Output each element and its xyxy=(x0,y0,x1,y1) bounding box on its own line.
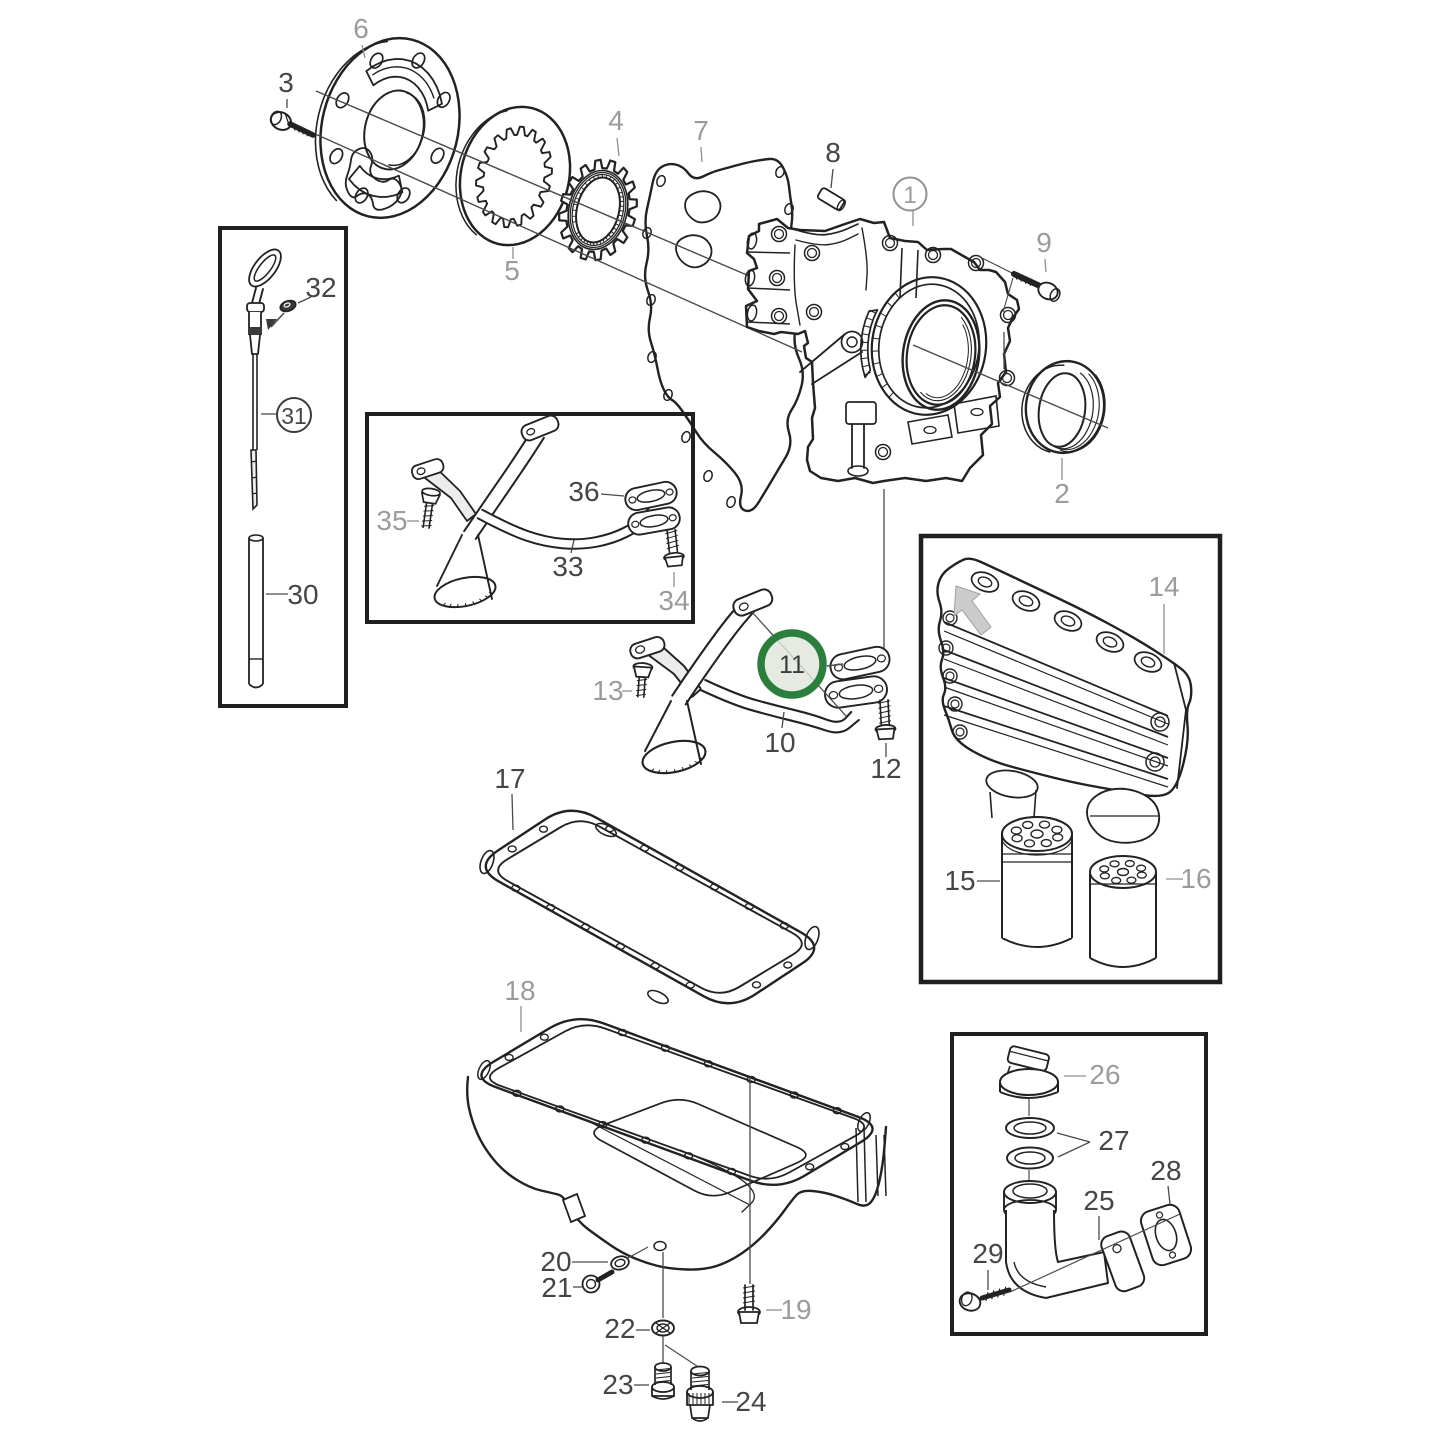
svg-text:9: 9 xyxy=(1036,227,1052,258)
svg-text:1: 1 xyxy=(903,182,916,209)
svg-text:13: 13 xyxy=(592,675,623,706)
svg-text:32: 32 xyxy=(305,272,336,303)
svg-text:25: 25 xyxy=(1083,1185,1114,1216)
svg-text:35: 35 xyxy=(376,505,407,536)
svg-text:16: 16 xyxy=(1180,863,1211,894)
svg-text:27: 27 xyxy=(1098,1125,1129,1156)
svg-text:33: 33 xyxy=(552,551,583,582)
svg-text:26: 26 xyxy=(1089,1059,1120,1090)
svg-text:8: 8 xyxy=(825,137,841,168)
svg-text:15: 15 xyxy=(944,865,975,896)
svg-text:24: 24 xyxy=(735,1386,766,1417)
svg-text:12: 12 xyxy=(870,753,901,784)
svg-text:18: 18 xyxy=(504,975,535,1006)
svg-text:30: 30 xyxy=(287,579,318,610)
svg-text:34: 34 xyxy=(658,585,689,616)
svg-text:7: 7 xyxy=(693,115,709,146)
svg-text:11: 11 xyxy=(779,651,805,679)
svg-text:6: 6 xyxy=(353,13,369,44)
svg-text:23: 23 xyxy=(602,1369,633,1400)
svg-text:31: 31 xyxy=(281,403,307,429)
svg-text:5: 5 xyxy=(504,255,520,286)
svg-text:22: 22 xyxy=(604,1313,635,1344)
svg-text:28: 28 xyxy=(1150,1155,1181,1186)
svg-text:14: 14 xyxy=(1148,571,1179,602)
svg-text:29: 29 xyxy=(972,1238,1003,1269)
svg-text:4: 4 xyxy=(608,105,624,136)
svg-text:2: 2 xyxy=(1054,478,1070,509)
svg-text:10: 10 xyxy=(764,727,795,758)
svg-text:17: 17 xyxy=(494,763,525,794)
svg-text:21: 21 xyxy=(541,1272,572,1303)
svg-text:19: 19 xyxy=(780,1294,811,1325)
svg-text:3: 3 xyxy=(278,67,294,98)
svg-text:36: 36 xyxy=(568,476,599,507)
